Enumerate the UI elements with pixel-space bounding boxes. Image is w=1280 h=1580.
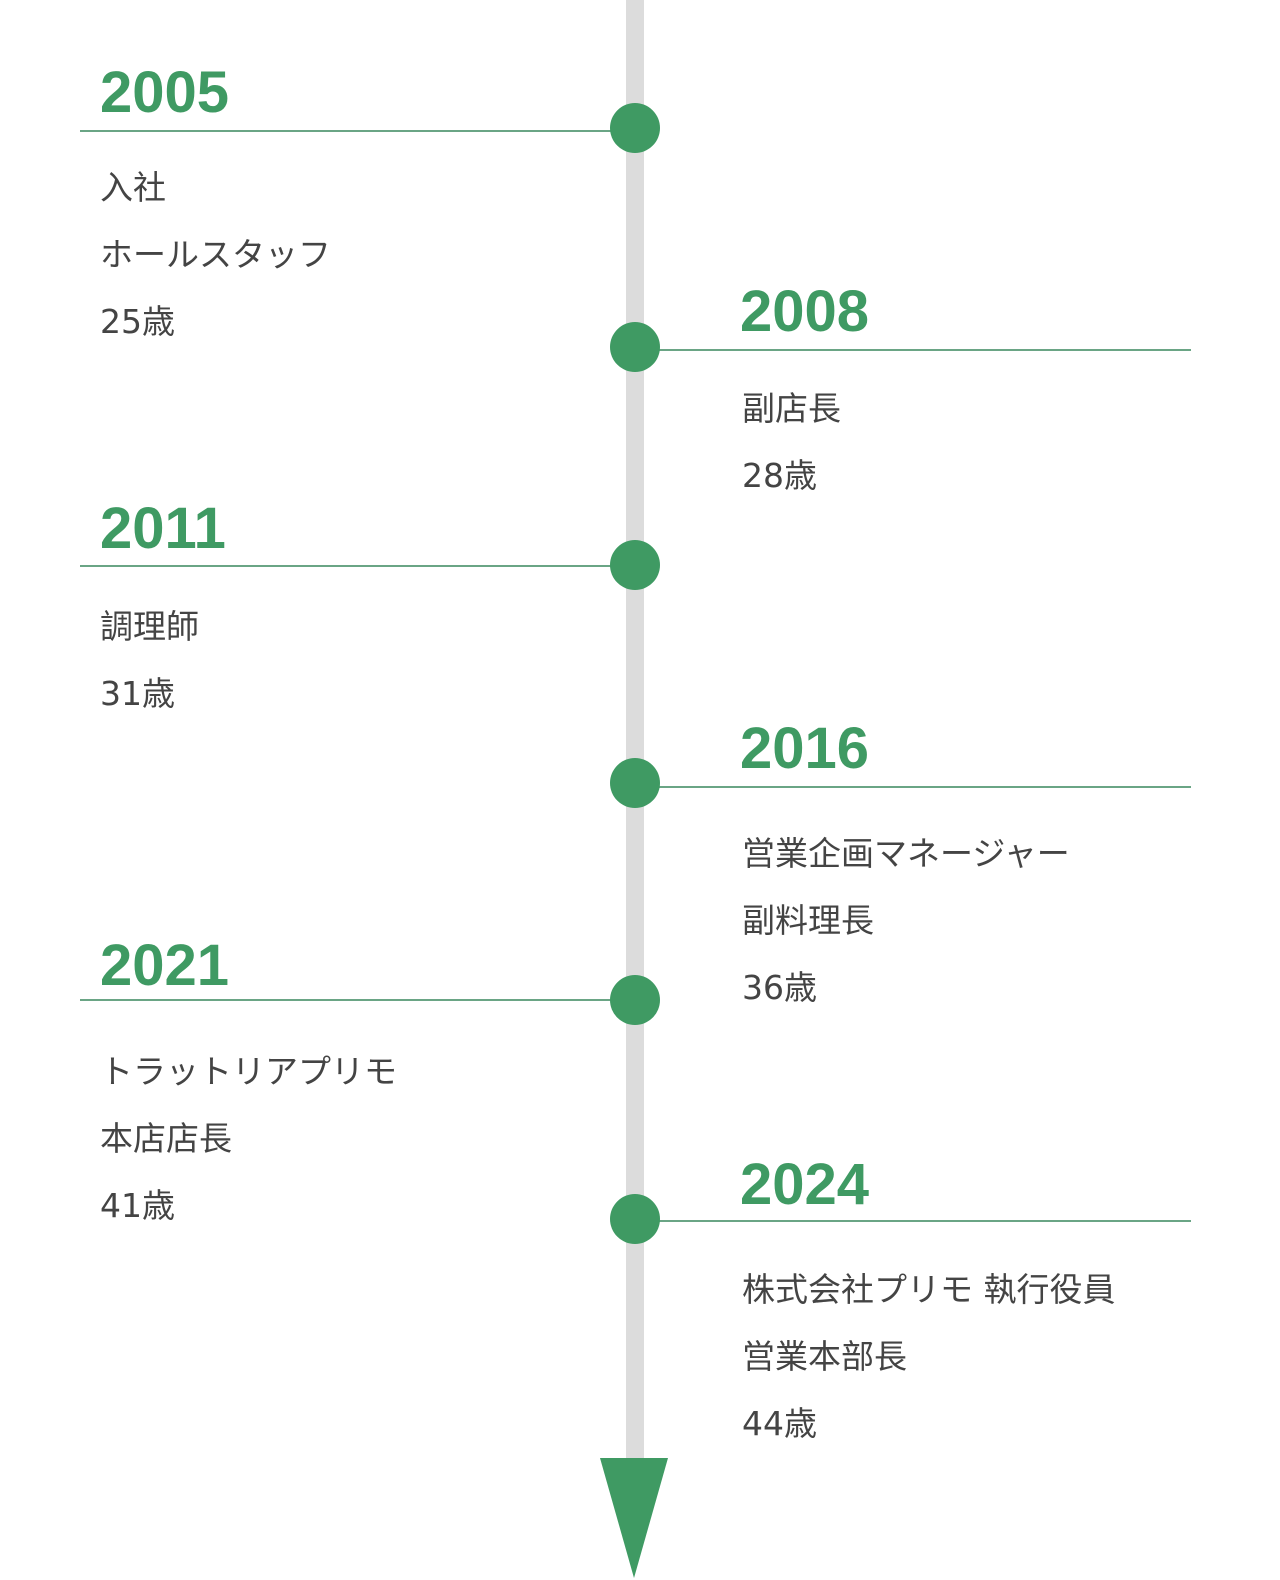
entry-details: トラットリアプリモ 本店店長 41歳: [100, 1038, 397, 1239]
entry-role: 副店長: [742, 389, 841, 428]
entry-details: 調理師 31歳: [100, 593, 199, 727]
entry-divider: [80, 130, 620, 132]
entry-details: 副店長 28歳: [742, 375, 841, 509]
arrow-down-icon: [600, 1458, 668, 1578]
entry-company: トラットリアプリモ: [100, 1052, 397, 1091]
entry-role: 営業企画マネージャー: [742, 834, 1070, 873]
entry-details: 営業企画マネージャー 副料理長 36歳: [742, 820, 1070, 1021]
timeline-dot-icon: [610, 975, 660, 1025]
entry-role: ホールスタッフ: [100, 235, 331, 274]
entry-divider: [650, 1220, 1191, 1222]
entry-divider: [80, 565, 620, 567]
timeline-dot-icon: [610, 322, 660, 372]
entry-details: 株式会社プリモ 執行役員 営業本部長 44歳: [742, 1256, 1116, 1457]
entry-event: 入社: [100, 168, 166, 207]
entry-divider: [650, 349, 1191, 351]
timeline-rail: [626, 0, 644, 1470]
entry-age: 44歳: [742, 1404, 817, 1443]
entry-divider: [650, 786, 1191, 788]
entry-age: 25歳: [100, 302, 175, 341]
entry-year: 2008: [740, 279, 870, 344]
timeline-dot-icon: [610, 103, 660, 153]
entry-details: 入社 ホールスタッフ 25歳: [100, 154, 331, 355]
entry-year: 2005: [100, 60, 230, 125]
entry-role: 本店店長: [100, 1119, 232, 1158]
entry-year: 2021: [100, 933, 230, 998]
timeline-dot-icon: [610, 1194, 660, 1244]
entry-year: 2016: [740, 716, 870, 781]
entry-role: 調理師: [100, 607, 199, 646]
entry-year: 2011: [100, 496, 226, 561]
entry-year: 2024: [740, 1152, 870, 1217]
entry-age: 28歳: [742, 456, 817, 495]
entry-age: 31歳: [100, 674, 175, 713]
entry-role: 営業本部長: [742, 1337, 907, 1376]
entry-company: 株式会社プリモ 執行役員: [742, 1270, 1116, 1309]
entry-age: 41歳: [100, 1186, 175, 1225]
timeline-dot-icon: [610, 540, 660, 590]
timeline-dot-icon: [610, 758, 660, 808]
entry-divider: [80, 999, 620, 1001]
entry-age: 36歳: [742, 968, 817, 1007]
entry-role: 副料理長: [742, 901, 874, 940]
